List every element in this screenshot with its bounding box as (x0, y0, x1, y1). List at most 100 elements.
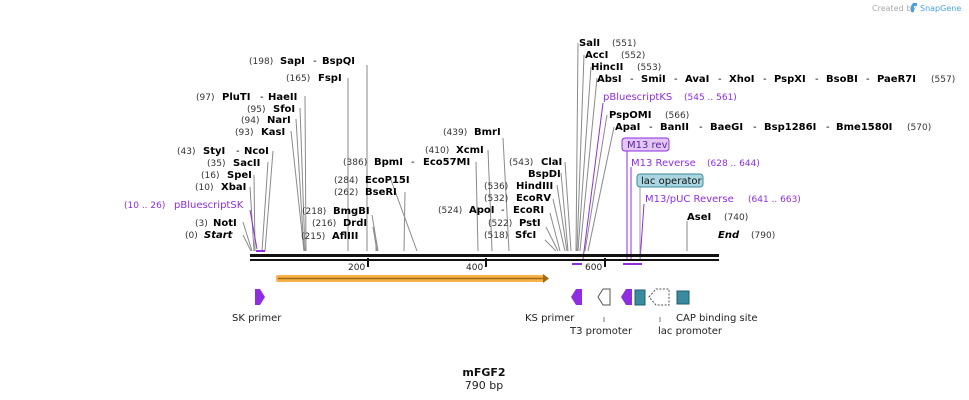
primer-pbluescriptks[interactable]: pBluescriptKS (545 .. 561) (603, 92, 737, 103)
enzyme-kasi[interactable]: (93) KasI (235, 127, 285, 138)
site-position: (0) (185, 231, 198, 241)
enzyme-apai[interactable]: ApaI - BanII - BaeGI - Bsp1286I - Bme158… (615, 122, 931, 133)
orf-arrow[interactable] (276, 274, 549, 283)
enzyme-clai[interactable]: (543) ClaI (509, 157, 562, 168)
ks-primer-arrow-icon[interactable] (571, 289, 582, 305)
site-position: (570) (907, 123, 931, 133)
enzyme-start[interactable]: (0) Start (185, 230, 234, 241)
primer-m13reverse[interactable]: M13 Reverse (628 .. 644) (631, 158, 760, 169)
enzyme-nari[interactable]: (94) NarI (241, 115, 291, 126)
enzyme-drdi[interactable]: (216) DrdI (312, 218, 367, 229)
site-name: XhoI (729, 74, 754, 85)
enzyme-hincii[interactable]: HincII (553) (591, 62, 661, 73)
primer-name: pBluescriptSK (174, 200, 244, 211)
primer-range: (10 .. 26) (124, 201, 165, 211)
site-name: AbsI (597, 74, 622, 85)
enzyme-sfci[interactable]: (518) SfcI (484, 230, 536, 241)
site-name: SmiI (641, 74, 666, 85)
svg-text:-: - (753, 122, 757, 133)
site-name: BspDI (528, 169, 561, 180)
enzyme-bseri[interactable]: (262) BseRI (334, 187, 397, 198)
primer-name: M13 Reverse (631, 158, 696, 169)
site-position: (216) (312, 219, 336, 229)
site-position: (35) (207, 159, 225, 169)
site-position: (284) (334, 176, 358, 186)
lac-operator-block-icon[interactable] (634, 289, 646, 306)
site-position: (215) (301, 232, 325, 242)
primer-m13rev[interactable]: M13 rev (621, 137, 670, 152)
backbone (250, 254, 719, 261)
site-position: (740) (724, 213, 748, 223)
site-name: BspQI (322, 56, 355, 67)
feature-label-leaders (603, 317, 661, 322)
site-name: HindIII (516, 181, 553, 192)
enzyme-styi[interactable]: (43) StyI - NcoI (177, 146, 269, 157)
svg-text:-: - (674, 74, 678, 85)
primer-name: M13/pUC Reverse (645, 194, 734, 205)
site-name: AflIII (332, 231, 358, 242)
site-name: AccI (585, 50, 608, 61)
site-name: ClaI (541, 157, 562, 168)
primer-m13puc-reverse[interactable]: M13/pUC Reverse (641 .. 663) (645, 194, 801, 205)
enzyme-absi[interactable]: AbsI - SmiI - AvaI - XhoI - PspXI - BsoB… (597, 74, 955, 85)
enzyme-xcmi[interactable]: (410) XcmI (425, 145, 484, 156)
site-name: XcmI (456, 145, 484, 156)
enzyme-pspomi[interactable]: PspOMI (566) (609, 110, 689, 121)
enzyme-ecop15i[interactable]: (284) EcoP15I (334, 175, 410, 186)
feature-lac-operator-box[interactable]: lac operator (636, 173, 704, 188)
site-name: BanII (660, 122, 689, 133)
site-position: (97) (196, 93, 214, 103)
enzyme-sfoi[interactable]: (95) SfoI (247, 104, 295, 115)
site-name: AseI (687, 212, 711, 223)
credit-prefix: Created by (872, 4, 916, 13)
enzyme-sapi[interactable]: (198) SapI - BspQI (249, 56, 355, 67)
svg-text:-: - (630, 74, 634, 85)
site-position: (165) (286, 74, 310, 84)
lac-promoter-arrow-icon[interactable] (648, 288, 670, 306)
site-position: (198) (249, 57, 273, 67)
enzyme-asei[interactable]: AseI (740) (687, 212, 748, 223)
site-name: BmgBI (333, 206, 370, 217)
site-position: (43) (177, 147, 195, 157)
credit-brand: SnapGene (920, 4, 961, 13)
enzyme-bmri[interactable]: (439) BmrI (443, 127, 501, 138)
site-name: EcoP15I (365, 175, 410, 186)
svg-text:-: - (699, 122, 703, 133)
enzyme-sacii[interactable]: (35) SacII (207, 158, 260, 169)
enzyme-noti[interactable]: (3) NotI (195, 218, 237, 229)
enzyme-fspi[interactable]: (165) FspI (286, 73, 342, 84)
site-name: Start (204, 230, 234, 241)
site-position: (790) (751, 231, 775, 241)
enzyme-bpmi[interactable]: (386) BpmI - Eco57MI (343, 157, 470, 168)
enzyme-bspdi[interactable]: BspDI (528, 169, 561, 180)
site-name: SacII (233, 158, 260, 169)
ruler-tick-600 (604, 258, 606, 267)
enzyme-end[interactable]: End (790) (718, 230, 775, 241)
enzyme-xbai[interactable]: (10) XbaI (195, 182, 246, 193)
enzyme-hindiii[interactable]: (536) HindIII (484, 181, 553, 192)
enzyme-afliii[interactable]: (215) AflIII (301, 231, 358, 242)
svg-text:-: - (718, 74, 722, 85)
sk-primer-arrow-icon[interactable] (255, 289, 265, 305)
enzyme-apoi[interactable]: (524) ApoI - EcoRI (438, 205, 544, 216)
enzyme-bmgbi[interactable]: (218) BmgBI (302, 206, 370, 217)
site-position: (524) (438, 206, 462, 216)
site-position: (10) (195, 183, 213, 193)
primer-pbluescriptsk[interactable]: (10 .. 26) pBluescriptSK (124, 200, 244, 211)
site-position: (543) (509, 158, 533, 168)
cap-binding-site-block-icon[interactable] (676, 290, 690, 305)
enzyme-spei[interactable]: (16) SpeI (201, 170, 252, 181)
enzyme-pluti[interactable]: (97) PluTI - HaeII (196, 92, 297, 103)
enzyme-ecorv[interactable]: (532) EcoRV (484, 193, 551, 204)
site-name: XbaI (221, 182, 246, 193)
m13-primer-arrow-icon[interactable] (621, 289, 632, 305)
enzyme-psti[interactable]: (522) PstI (488, 218, 541, 229)
t3-promoter-arrow-icon[interactable] (597, 288, 611, 306)
ruler: 200 400 600 (348, 258, 606, 273)
ruler-label: 200 (348, 263, 365, 273)
enzyme-sali[interactable]: SalI (551) (579, 38, 636, 49)
enzyme-acci[interactable]: AccI (552) (585, 50, 645, 61)
site-name: KasI (261, 127, 285, 138)
primer-leader-lines (249, 102, 645, 262)
plasmid-length: 790 bp (465, 379, 503, 392)
